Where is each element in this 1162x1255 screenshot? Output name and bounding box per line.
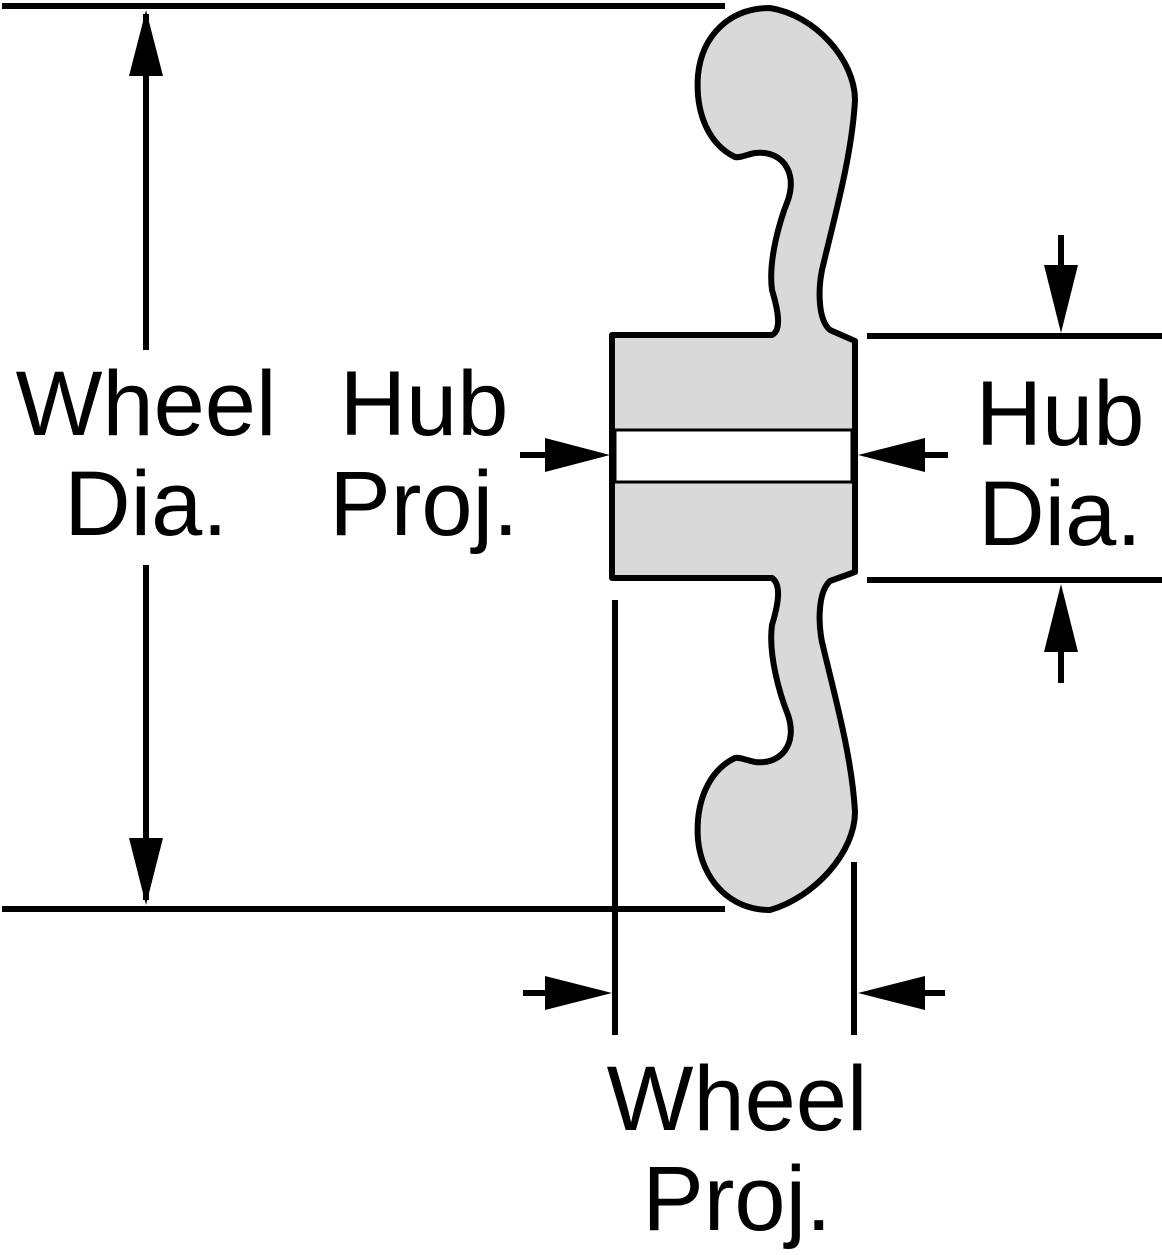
hub-proj-label: Hub Proj. <box>329 353 518 555</box>
hub-proj-label-line2: Proj. <box>329 453 518 555</box>
hub-bore <box>613 428 854 484</box>
wheel-proj-label-line2: Proj. <box>642 1148 831 1250</box>
wheel-dia-bottom-arrow <box>129 838 163 905</box>
wheel-dia-label: Wheel Dia. <box>16 353 277 555</box>
hub-proj-label-line1: Hub <box>340 353 509 455</box>
wheel-proj-right-arrow <box>858 976 925 1010</box>
wheel-proj-label: Wheel Proj. <box>607 1048 868 1250</box>
hub-dia-label-line1: Hub <box>976 363 1145 465</box>
wheel-dia-label-line2: Dia. <box>64 453 228 555</box>
wheel-dia-top-arrow <box>129 10 163 76</box>
wheel-proj-label-line1: Wheel <box>607 1048 868 1150</box>
hub-proj-right-arrow <box>858 438 925 472</box>
hub-dia-label-line2: Dia. <box>978 463 1142 565</box>
wheel-proj-left-arrow <box>545 976 612 1010</box>
hub-dia-top-arrow <box>1044 265 1078 333</box>
hub-dia-label: Hub Dia. <box>976 363 1145 565</box>
hub-proj-left-arrow <box>545 438 610 472</box>
hub-dia-bottom-arrow <box>1044 584 1078 652</box>
wheel-dia-label-line1: Wheel <box>16 353 277 455</box>
